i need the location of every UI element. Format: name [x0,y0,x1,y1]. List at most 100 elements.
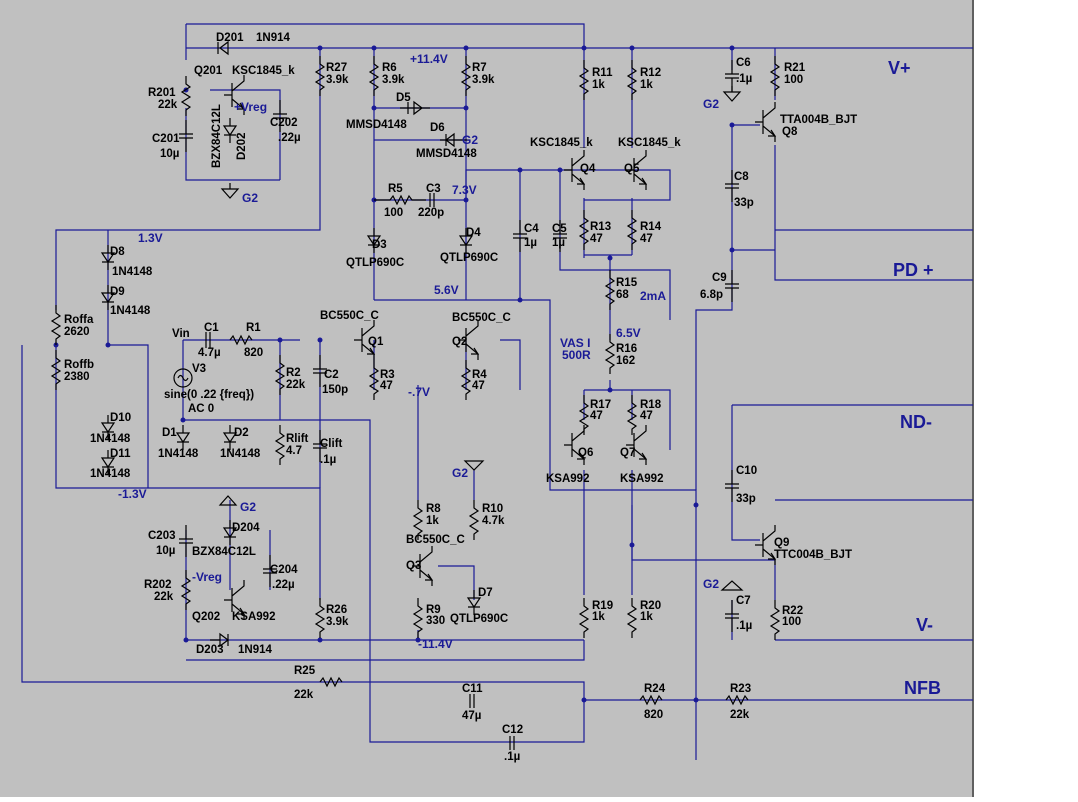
d8-value: 1N4148 [112,266,153,278]
r12-value: 1k [640,79,653,91]
q8-value: TTA004B_BJT [780,114,857,126]
c202-ref: C202 [270,117,298,129]
voltage-label: 1.3V [138,231,163,245]
q7-value: KSA992 [620,473,663,485]
ground-arrow-icon [218,460,744,591]
r21-ref: R21 [784,62,806,74]
r2-ref: R2 [286,367,301,379]
c5-value: 1µ [552,237,565,249]
d2-ref: D2 [234,427,249,439]
c203-ref: C203 [148,530,176,542]
r6-value: 3.9k [382,74,405,86]
c2-ref: C2 [324,369,339,381]
d8-ref: D8 [110,246,125,258]
r5-ref: R5 [388,183,403,195]
clift-ref: Clift [320,438,343,450]
g2-label: G2 [462,133,478,147]
r1-ref: R1 [246,322,261,334]
r201-value: 22k [158,99,178,111]
g2-label: G2 [240,500,256,514]
vas-label: VAS I [560,336,590,350]
net-labels: V+ PD + ND- V- NFB G2 G2 G2 G2 G2 G2 +Vr… [118,52,941,698]
c7-value: .1µ [736,620,752,632]
r22-value: 100 [782,616,801,628]
d203-value: 1N914 [238,644,272,656]
r19-ref: R19 [592,600,613,612]
r24-value: 820 [644,709,663,721]
q8-ref: Q8 [782,126,798,138]
c11-value: 47µ [462,710,481,722]
r25-value: 22k [294,689,314,701]
feedback-resistors-icon [319,676,749,706]
r17-ref: R17 [590,399,611,411]
d202-ref: D202 [236,133,248,161]
r7-ref: R7 [472,62,487,74]
d11-value: 1N4148 [90,468,131,480]
d10-ref: D10 [110,412,131,424]
c6-ref: C6 [736,57,751,69]
bzx-bottom-ref: BZX84C12L [192,546,256,558]
q2-ref: Q2 [452,336,467,348]
transistor-icon-set [223,74,776,621]
r3-value: 47 [380,380,393,392]
voltage-label: -1.3V [118,487,147,501]
q6-value: KSA992 [546,473,589,485]
schematic-canvas[interactable]: V+ PD + ND- V- NFB G2 G2 G2 G2 G2 G2 +Vr… [0,0,974,797]
r21-value: 100 [784,74,803,86]
r26-value: 3.9k [326,616,349,628]
q3-value: BC550C_C [406,534,465,546]
r27-ref: R27 [326,62,347,74]
r10-value: 4.7k [482,515,505,527]
c4-value: 1µ [524,237,537,249]
r14-ref: R14 [640,221,662,233]
d4-value: QTLP690C [440,252,498,264]
r12-ref: R12 [640,67,661,79]
d2-value: 1N4148 [220,448,261,460]
r6-ref: R6 [382,62,397,74]
d11-ref: D11 [110,448,131,460]
d1-ref: D1 [162,427,177,439]
g2-label: G2 [452,466,468,480]
c11-ref: C11 [462,683,483,695]
d204-ref: D204 [232,522,260,534]
c204-ref: C204 [270,564,298,576]
c9-value: 6.8p [700,289,723,301]
sine-wave-icon [177,374,189,382]
q202-value: KSA992 [232,611,275,623]
c8-value: 33p [734,197,754,209]
vas-r-label: 500R [562,348,591,362]
d3-value: QTLP690C [346,257,404,269]
q1-value: BC550C_C [320,310,379,322]
q5-value: KSC1845_k [618,137,681,149]
rlift-ref: Rlift [286,433,309,445]
c11-c12-icon [469,694,515,750]
voltage-label: 7.3V [452,183,477,197]
nfb-label: NFB [904,678,941,698]
vplus-label: V+ [888,58,911,78]
d5-value: MMSD4148 [346,119,407,131]
r13-ref: R13 [590,221,611,233]
q5-ref: Q5 [624,163,640,175]
c1-value: 4.7µ [198,347,221,359]
r20-ref: R20 [640,600,661,612]
q201-ref: Q201 [194,65,223,77]
voltage-label: -.7V [408,385,430,399]
c3-value: 220p [418,207,444,219]
r27-value: 3.9k [326,74,349,86]
d3-ref: D3 [372,239,387,251]
r7-value: 3.9k [472,74,495,86]
c12-ref: C12 [502,724,523,736]
r14-value: 47 [640,233,653,245]
r10-ref: R10 [482,503,503,515]
r8-ref: R8 [426,503,441,515]
g2-label: G2 [703,577,719,591]
q1-ref: Q1 [368,336,384,348]
q2-value: BC550C_C [452,312,511,324]
d9-ref: D9 [110,286,125,298]
window-background [974,0,1078,797]
d201-ref: D201 [216,32,244,44]
r22-ref: R22 [782,605,803,617]
d6-value: MMSD4148 [416,148,477,160]
q9-value: TTC004B_BJT [774,549,852,561]
r18-ref: R18 [640,399,662,411]
